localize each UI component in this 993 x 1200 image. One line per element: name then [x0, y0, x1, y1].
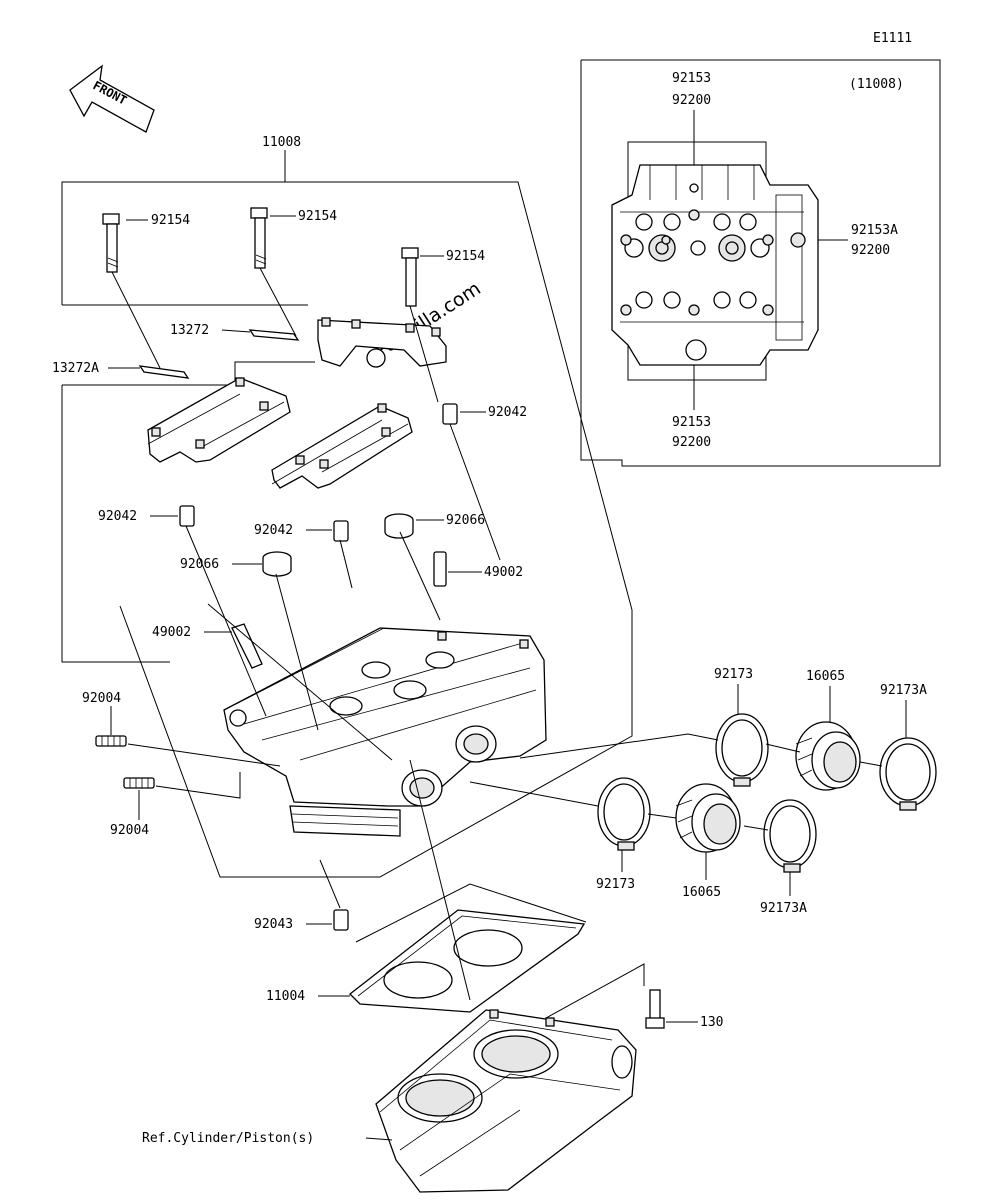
valve-guide-49002-left: 49002: [152, 623, 263, 669]
callout-92154-mid: 92154: [298, 209, 337, 224]
callout-92043: 92043: [254, 917, 293, 932]
camshaft-cap-mid: [271, 403, 413, 489]
bolt-92154-right: 92154: [401, 247, 485, 307]
callout-92173A-top: 92173A: [880, 683, 927, 698]
callout-92004-bottom: 92004: [110, 823, 149, 838]
stud-92004-bottom: 92004: [110, 772, 241, 838]
front-arrow-icon: FRONT: [69, 64, 155, 133]
camshaft-cap-right: [317, 317, 447, 368]
diagram-code: E1111: [873, 31, 912, 46]
valve-guide-49002-right: 49002: [433, 551, 523, 587]
callout-92042-mid: 92042: [254, 523, 293, 538]
stud-92004-top: 92004: [82, 691, 281, 767]
holder-16065-bottom: 16065: [675, 783, 741, 900]
inset-callout-92153-bottom: 92153: [672, 415, 711, 430]
bolt-130: 130: [545, 963, 723, 1030]
cylinder-head: [223, 627, 547, 837]
callout-92004-top: 92004: [82, 691, 121, 706]
holder-leader-lines: [469, 733, 883, 831]
inset-callout-92200-top: 92200: [672, 93, 711, 108]
callout-92042-right: 92042: [488, 405, 527, 420]
inset-callout-92153-top: 92153: [672, 71, 711, 86]
callout-13272: 13272: [170, 323, 209, 338]
callout-92173A-bottom: 92173A: [760, 901, 807, 916]
callout-49002-right: 49002: [484, 565, 523, 580]
bolt-92154-left: 92154: [102, 213, 190, 369]
gasket-11004: 11004: [266, 883, 587, 1013]
inset-assembly-label: (11008): [849, 77, 904, 92]
callout-13272A: 13272A: [52, 361, 99, 376]
dowel-92042-left: 92042: [98, 505, 195, 527]
callout-16065-bottom: 16065: [682, 885, 721, 900]
callout-92154-left: 92154: [151, 213, 190, 228]
inset-callout-92153A: 92153A: [851, 223, 898, 238]
clamp-92173A-top: 92173A: [879, 683, 937, 811]
callout-92066-right: 92066: [446, 513, 485, 528]
callout-ref-cylinder: Ref.Cylinder/Piston(s): [142, 1131, 314, 1146]
callout-16065-top: 16065: [806, 669, 845, 684]
callout-92154-right: 92154: [446, 249, 485, 264]
callout-49002-left: 49002: [152, 625, 191, 640]
callout-92173-top: 92173: [714, 667, 753, 682]
clamp-92173-top: 92173: [714, 667, 769, 787]
holder-16065-top: 16065: [795, 669, 861, 791]
inset-callout-92200-bottom: 92200: [672, 435, 711, 450]
camshaft-cap-left: [147, 377, 291, 463]
cylinder-head-top-view: [611, 141, 819, 381]
callout-92173-bottom: 92173: [596, 877, 635, 892]
misc-leader-lines: [185, 305, 501, 1001]
callout-11004: 11004: [266, 989, 305, 1004]
seal-92066-left: 92066: [180, 551, 292, 577]
clamp-92173-bottom: 92173: [596, 777, 651, 892]
inset-callout-92200-right: 92200: [851, 243, 890, 258]
plate-13272A: 13272A: [52, 361, 190, 379]
callout-11008: 11008: [262, 135, 301, 150]
clamp-92173A-bottom: 92173A: [760, 799, 817, 916]
bolt-92154-mid: 92154: [250, 207, 337, 337]
seal-92066-right: 92066: [384, 513, 485, 539]
callout-92066-left: 92066: [180, 557, 219, 572]
dowel-92043: 92043: [254, 859, 349, 932]
callout-92042-left: 92042: [98, 509, 137, 524]
dowel-92042-mid: 92042: [254, 520, 349, 542]
callout-130: 130: [700, 1015, 723, 1030]
dowel-92042-right: 92042: [442, 403, 527, 425]
plate-13272: 13272: [170, 323, 300, 341]
assembly-brackets: 11008: [61, 135, 633, 878]
inset-panel: (11008) 92153 92200 92153A 92200 92153 9…: [580, 59, 941, 467]
cylinder-block: Ref.Cylinder/Piston(s): [142, 1009, 637, 1193]
